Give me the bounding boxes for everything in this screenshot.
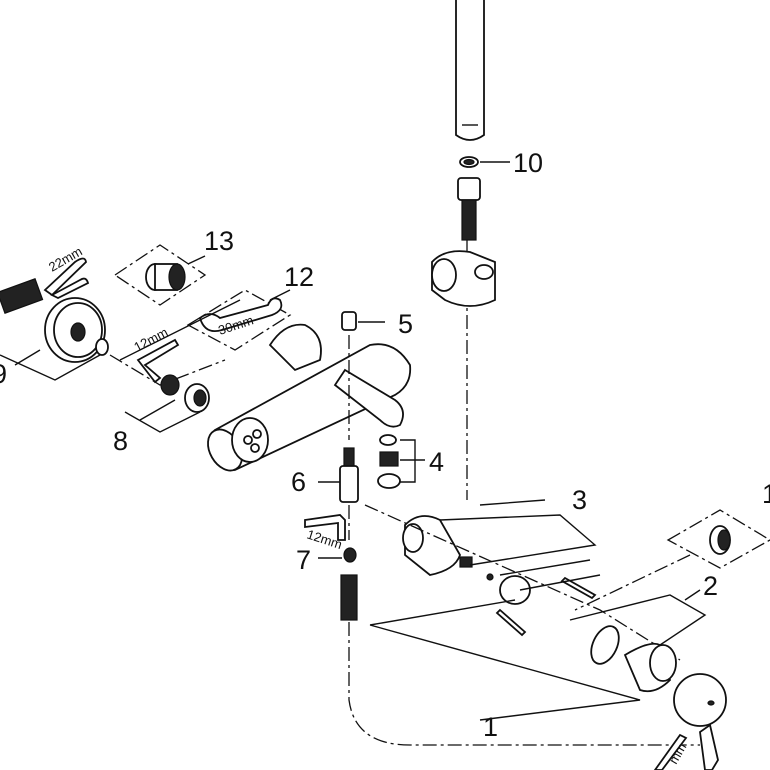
- cartridge-6: [339, 447, 359, 503]
- wrench-22mm-label: 22mm: [46, 244, 85, 275]
- label-part-10: 10: [513, 148, 543, 178]
- label-part-11: 1: [762, 479, 770, 509]
- lever-handle: [673, 673, 727, 770]
- label-part-5: 5: [398, 309, 413, 339]
- hex-key-bottom-label: mm: [666, 740, 690, 766]
- check-valve-8: [160, 374, 210, 413]
- label-part-7: 7: [296, 545, 311, 575]
- label-part-4: 4: [429, 447, 444, 477]
- hose-connector: [340, 574, 358, 621]
- wrench-30mm-label: 30mm: [216, 312, 255, 337]
- label-part-13: 13: [204, 226, 234, 256]
- o-ring: [590, 625, 620, 665]
- hand-shower: [455, 0, 485, 141]
- washer-10: [459, 156, 479, 168]
- label-part-8: 8: [113, 426, 128, 456]
- mixer-body: [207, 323, 412, 472]
- thermostat-cartridge-3: [402, 515, 597, 637]
- label-part-2: 2: [703, 571, 718, 601]
- label-part-9: 9: [0, 359, 7, 389]
- sleeve-2: [623, 642, 677, 693]
- adapter-13: [145, 263, 186, 291]
- cap-5: [341, 311, 357, 331]
- label-part-6: 6: [291, 467, 306, 497]
- hex-key-12mm-label: 12mm: [131, 324, 170, 354]
- shower-holder: [431, 250, 496, 307]
- hose-nut: [457, 177, 481, 241]
- label-part-1: 1: [483, 712, 498, 742]
- aerator-4: [377, 434, 401, 489]
- eccentric-connector-9: [0, 278, 109, 363]
- label-part-3: 3: [572, 485, 587, 515]
- label-part-12: 12: [284, 262, 314, 292]
